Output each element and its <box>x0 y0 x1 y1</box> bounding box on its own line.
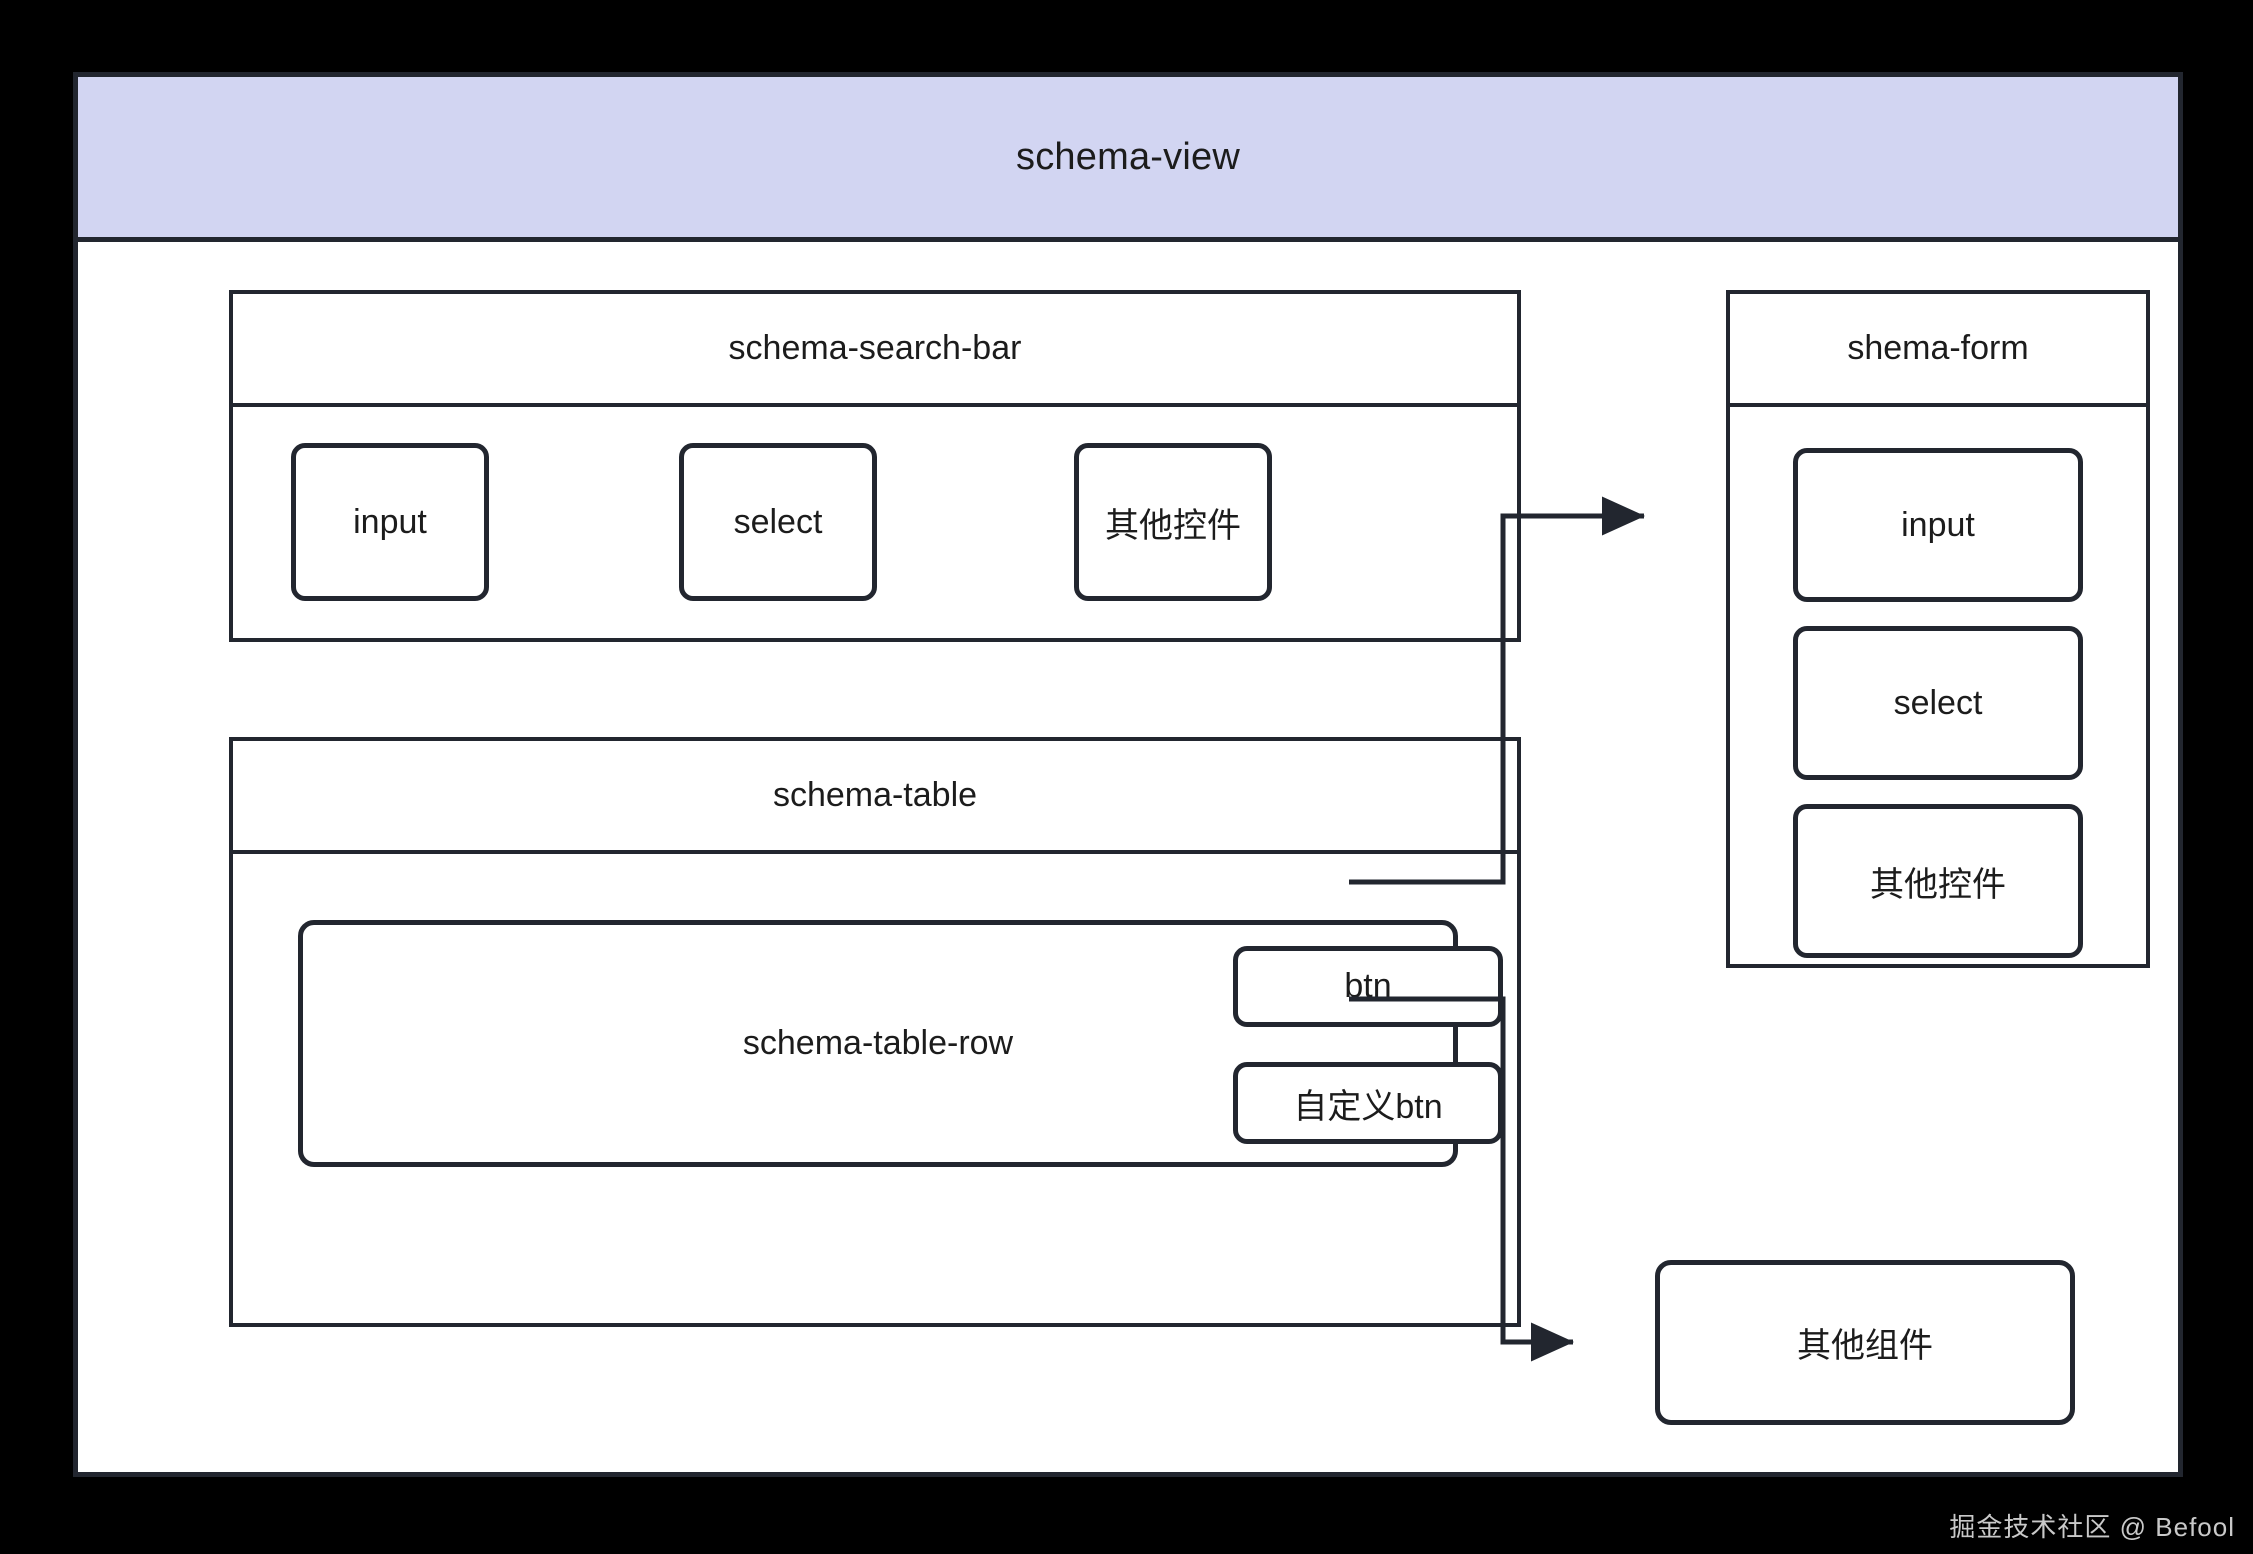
shema-form-header: shema-form <box>1730 294 2146 407</box>
schema-search-bar-header: schema-search-bar <box>233 294 1517 407</box>
search-bar-select-box[interactable]: select <box>679 443 877 601</box>
table-row-btn-label: btn <box>1344 967 1392 1005</box>
other-component-label: 其他组件 <box>1797 1327 1933 1365</box>
schema-table-row-label: schema-table-row <box>742 1024 1014 1062</box>
watermark-text: 掘金技术社区 @ Befool <box>1949 1512 2235 1542</box>
table-row-custom-btn-label: 自定义btn <box>1293 1087 1443 1126</box>
shema-form-panel[interactable]: shema-form input select 其他控件 <box>1726 290 2150 968</box>
search-bar-select-label: select <box>733 502 823 541</box>
form-select-label: select <box>1893 683 1983 722</box>
schema-table-body: schema-table-row btn 自定义btn <box>233 854 1517 1327</box>
form-select-box[interactable]: select <box>1793 626 2083 780</box>
search-bar-input-box[interactable]: input <box>291 443 489 601</box>
schema-table-panel[interactable]: schema-table schema-table-row btn 自定义btn <box>229 737 1521 1327</box>
other-component-box[interactable]: 其他组件 <box>1655 1260 2075 1425</box>
form-input-label: input <box>1901 505 1975 544</box>
form-input-box[interactable]: input <box>1793 448 2083 602</box>
diagram-canvas: schema-view schema-search-bar input sele… <box>73 72 2183 1477</box>
search-bar-other-control-box[interactable]: 其他控件 <box>1074 443 1272 601</box>
shema-form-title: shema-form <box>1847 329 2029 367</box>
schema-search-bar-body: input select 其他控件 <box>233 407 1517 642</box>
schema-search-bar-panel[interactable]: schema-search-bar input select 其他控件 <box>229 290 1521 642</box>
form-other-control-box[interactable]: 其他控件 <box>1793 804 2083 958</box>
search-bar-input-label: input <box>353 502 427 541</box>
table-row-btn[interactable]: btn <box>1233 946 1503 1027</box>
schema-table-header: schema-table <box>233 741 1517 854</box>
schema-search-bar-title: schema-search-bar <box>728 329 1022 367</box>
form-other-control-label: 其他控件 <box>1870 865 2006 904</box>
shema-form-body: input select 其他控件 <box>1730 407 2146 968</box>
table-row-custom-btn[interactable]: 自定义btn <box>1233 1062 1503 1144</box>
schema-view-title-band: schema-view <box>78 77 2178 242</box>
schema-table-title: schema-table <box>772 776 978 814</box>
watermark: 掘金技术社区 @ Befool <box>1949 1507 2235 1544</box>
search-bar-other-control-label: 其他控件 <box>1105 506 1241 545</box>
page-title: schema-view <box>1016 135 1240 178</box>
